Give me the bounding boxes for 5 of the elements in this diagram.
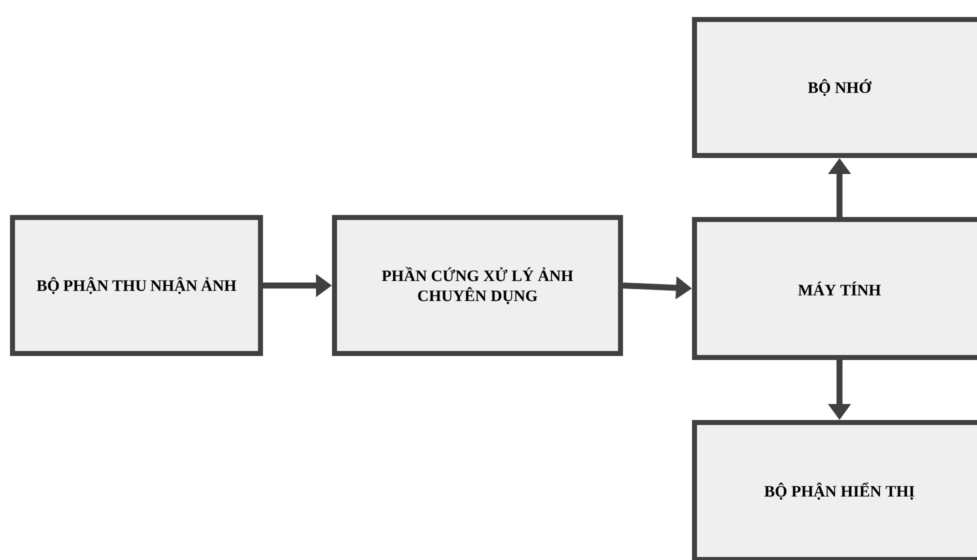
process-box: BỘ PHẬN HIỂN THỊ	[692, 420, 977, 560]
process-box: BỘ NHỚ	[692, 17, 977, 158]
process-box: MÁY TÍNH	[692, 217, 977, 360]
process-box: PHẦN CỨNG XỬ LÝ ẢNH CHUYÊN DỤNG	[332, 215, 623, 356]
process-box: BỘ PHẬN THU NHẬN ẢNH	[10, 215, 263, 356]
